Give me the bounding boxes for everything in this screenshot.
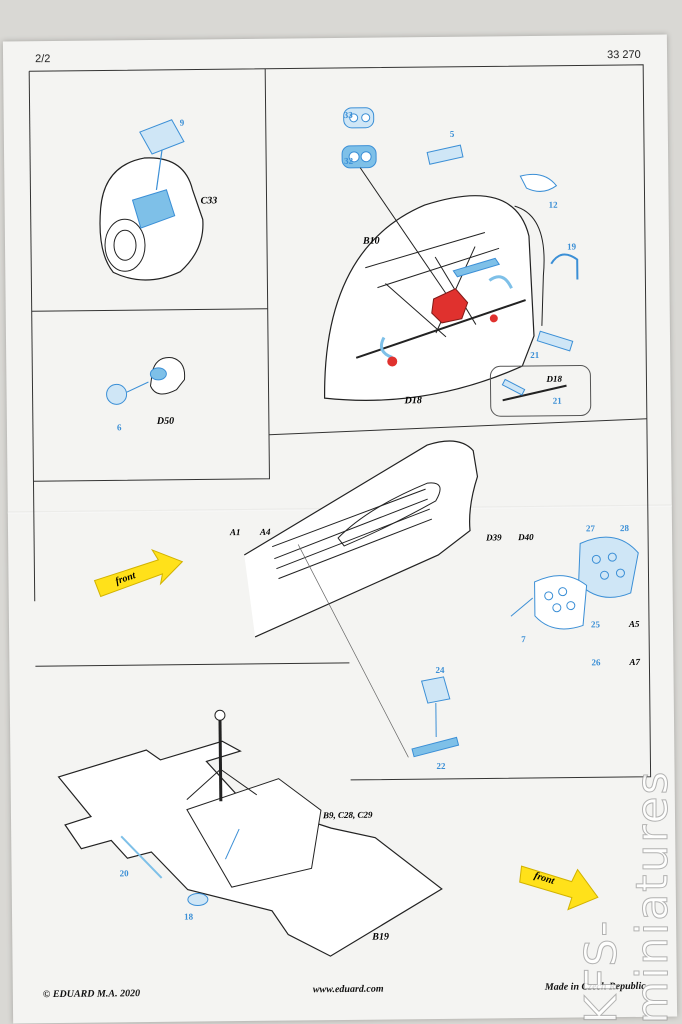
b9-label: B9, C28, C29 — [322, 810, 373, 821]
website-url: www.eduard.com — [312, 983, 384, 996]
part-12 — [519, 173, 558, 192]
part-24-22 — [411, 676, 460, 758]
part-7-label: 7 — [521, 634, 526, 644]
part-25-label: 25 — [591, 619, 601, 629]
engine-housing-c33 — [99, 119, 204, 281]
d40-label: D40 — [517, 532, 534, 542]
a4-label: A4 — [259, 527, 271, 537]
part-9-label: 9 — [180, 118, 185, 128]
front-arrow-upper — [93, 548, 184, 598]
part-28-label: 28 — [620, 523, 630, 533]
parts-32-33 — [341, 107, 446, 294]
part-5-plate — [426, 144, 464, 165]
d39-label: D39 — [485, 532, 502, 542]
part-18-label: 18 — [184, 912, 194, 922]
part-26-label: 26 — [591, 657, 601, 667]
part-20-label: 20 — [120, 868, 130, 878]
d50-label: D50 — [156, 416, 174, 427]
watermark: KFS-miniatures — [576, 769, 679, 1024]
instruction-sheet: 2/2 33 270 9 C33 6 — [2, 34, 678, 1024]
a7-label: A7 — [628, 657, 640, 667]
part-5-label: 5 — [450, 129, 455, 139]
b19-label: B19 — [371, 932, 389, 943]
part-19 — [550, 253, 579, 280]
b10-label: B10 — [362, 236, 380, 247]
part-27-label: 27 — [586, 523, 596, 533]
oil-part-d50 — [106, 357, 186, 405]
d18-label: D18 — [404, 395, 422, 406]
panel-frames — [28, 64, 652, 781]
part-21-label: 21 — [530, 350, 540, 360]
copyright: © EDUARD M.A. 2020 — [42, 988, 141, 1001]
part-33-label: 33 — [344, 110, 354, 120]
part-21-detail-label: 21 — [553, 396, 563, 406]
part-22-label: 22 — [436, 761, 446, 771]
detail-box-d18 — [489, 364, 592, 417]
part-12-label: 12 — [549, 200, 559, 210]
assembly-diagram: 9 C33 6 D50 — [28, 64, 652, 957]
part-21-plate — [536, 330, 574, 352]
c33-label: C33 — [200, 195, 217, 206]
front-arrow-lower — [519, 865, 599, 911]
part-19-label: 19 — [567, 242, 577, 252]
part-32-label: 32 — [344, 156, 354, 166]
part-6-label: 6 — [117, 422, 122, 432]
cockpit-floor-b19 — [57, 709, 443, 957]
bulkhead-b10 — [324, 195, 545, 401]
d18-detail-label: D18 — [545, 374, 562, 384]
a1-label: A1 — [229, 527, 241, 537]
a5-label: A5 — [628, 619, 640, 629]
part-24-label: 24 — [435, 665, 445, 675]
fuselage-side — [243, 440, 479, 758]
instrument-panel-27-28 — [510, 536, 639, 630]
